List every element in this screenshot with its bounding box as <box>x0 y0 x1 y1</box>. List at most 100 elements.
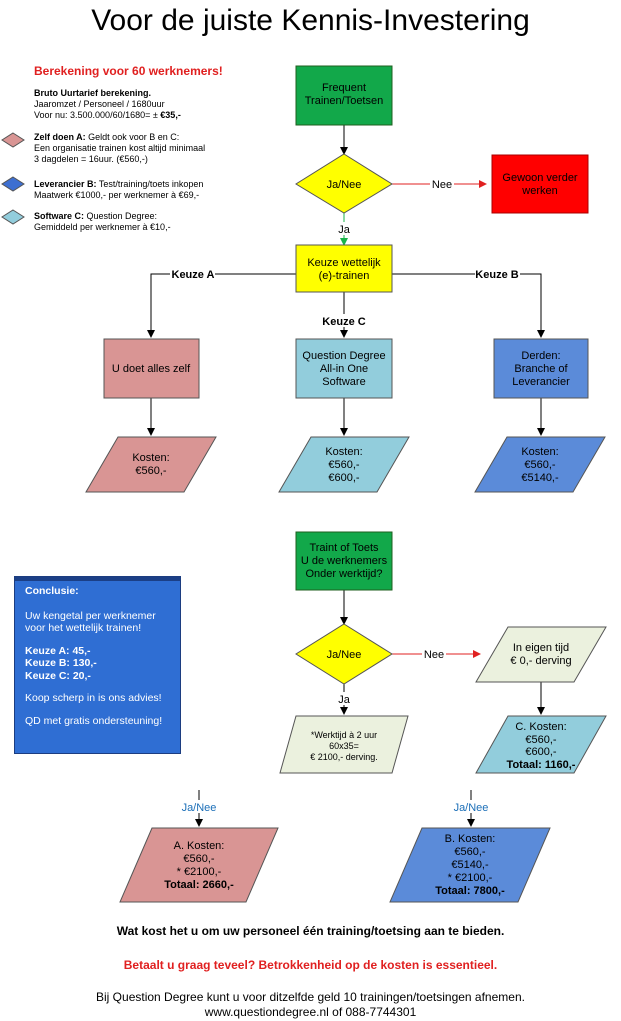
conclusie-keuze-b: Keuze B: 130,- <box>25 657 97 669</box>
keuze-line1: Keuze wettelijk <box>307 257 381 269</box>
akosten-line2: €560,- <box>183 853 215 865</box>
legend-b-title: Leverancier B: <box>34 179 97 189</box>
legend-c: Software C: Question Degree: Gemiddeld p… <box>34 211 171 233</box>
qd-line2: All-in One <box>320 363 368 375</box>
conclusie-line1: Uw kengetal per werknemer <box>25 609 156 622</box>
question-1: Wat kost het u om uw personeel één train… <box>116 924 505 938</box>
conclusie-topbar <box>15 577 180 581</box>
eigen-line2: € 0,- derving <box>510 655 571 667</box>
kosten-c-line3: €600,- <box>328 472 360 484</box>
kosten-c-line2: €560,- <box>328 459 360 471</box>
qd-line1: Question Degree <box>302 350 385 362</box>
werktijd-line3: € 2100,- derving. <box>310 752 378 762</box>
frequent-line1: Frequent <box>322 82 366 94</box>
bruto-line1: Jaaromzet / Personeel / 1680uur <box>34 99 165 109</box>
ckosten-line1: C. Kosten: <box>515 721 566 733</box>
kosten-b-line3: €5140,- <box>521 472 559 484</box>
akosten-shape <box>119 827 279 903</box>
eigen-line1: In eigen tijd <box>513 642 569 654</box>
keuze-line2: (e)-trainen <box>319 270 370 282</box>
akosten-line3: * €2100,- <box>177 866 222 878</box>
legend-diamond-blue <box>1 176 25 192</box>
conclusie-advies: Koop scherp in is ons advies! <box>25 692 162 704</box>
werktijd-line1: *Werktijd à 2 uur <box>311 730 377 740</box>
bruto-value: €35,- <box>160 110 181 120</box>
kosten-b-shape <box>474 436 606 493</box>
nee-1-label: Nee <box>432 179 452 191</box>
qd-line3: Software <box>322 376 365 388</box>
legend-diamond-lightblue <box>1 209 25 225</box>
kosten-b-line2: €560,- <box>524 459 556 471</box>
keuze-c-label: Keuze C <box>322 316 365 328</box>
eigen-shape <box>475 626 607 683</box>
kosten-a-line2: €560,- <box>135 465 167 477</box>
footer-line-1: Bij Question Degree kunt u voor ditzelfd… <box>96 990 525 1004</box>
qd-box <box>295 338 393 399</box>
conclusie-title: Conclusie: <box>25 585 79 597</box>
frequent-box <box>295 65 393 126</box>
legend-c-title: Software C: <box>34 211 85 221</box>
legend-diamond-pink <box>1 132 25 148</box>
akosten-line1: A. Kosten: <box>174 840 225 852</box>
gewoon-line2: werken <box>521 185 557 197</box>
bkosten-line1: B. Kosten: <box>445 833 496 845</box>
legend-a: Zelf doen A: Geldt ook voor B en C: Een … <box>34 132 205 165</box>
zelf-label: U doet alles zelf <box>112 363 191 375</box>
ja-2-label: Ja <box>338 694 351 706</box>
legend-b: Leverancier B: Test/training/toets inkop… <box>34 179 203 201</box>
decision-1 <box>295 153 393 214</box>
bkosten-line3: €5140,- <box>451 859 489 871</box>
derden-box <box>493 338 589 399</box>
akosten-total: Totaal: 2660,- <box>164 879 234 891</box>
conclusie-keuze-a: Keuze A: 45,- <box>25 644 91 657</box>
ckosten-line2: €560,- <box>525 734 557 746</box>
legend-b-text2: Maatwerk €1000,- per werknemer à €69,- <box>34 190 200 200</box>
ckosten-shape <box>475 715 607 774</box>
question-2: Betaalt u graag teveel? Betrokkenheid op… <box>123 958 498 972</box>
legend-a-text2: Een organisatie trainen kost altijd mini… <box>34 143 206 153</box>
bruto-line2: Voor nu: 3.500.000/60/1680= ± <box>34 110 161 120</box>
bruto-block: Bruto Uurtarief berekening. Jaaromzet / … <box>34 88 181 121</box>
bkosten-total: Totaal: 7800,- <box>435 885 505 897</box>
conclusie-line2: voor het wettelijk trainen! <box>25 622 142 634</box>
werktijd-line2: 60x35= <box>329 741 359 751</box>
keuze-a-label: Keuze A <box>172 269 215 281</box>
keuze-b-label: Keuze B <box>475 269 518 281</box>
decision-2-label: Ja/Nee <box>327 649 362 661</box>
legend-a-text3: 3 dagdelen = 16uur. (€560,-) <box>34 154 148 164</box>
zelf-box <box>103 338 200 399</box>
conclusie-qd: QD met gratis ondersteuning! <box>25 714 163 727</box>
kosten-a-line1: Kosten: <box>132 452 169 464</box>
traint-line1: Traint of Toets <box>309 542 379 554</box>
nee-2-label: Nee <box>424 649 444 661</box>
derden-line2: Branche of <box>514 363 568 375</box>
legend-a-title: Zelf doen A: <box>34 132 86 142</box>
conclusie-keuze-c: Keuze C: 20,- <box>25 669 91 682</box>
traint-line2: U de werknemers <box>301 555 388 567</box>
page-title: Voor de juiste Kennis-Investering <box>91 4 530 37</box>
bruto-title: Bruto Uurtarief berekening. <box>34 88 152 98</box>
kosten-c-line1: Kosten: <box>325 446 362 458</box>
bkosten-line4: * €2100,- <box>448 872 493 884</box>
decision-2 <box>295 623 393 685</box>
ckosten-line3: €600,- <box>525 746 557 758</box>
legend-a-text1: Geldt ook voor B en C: <box>85 132 180 142</box>
kosten-c-shape <box>278 436 410 493</box>
kosten-a-shape <box>85 436 217 493</box>
ckosten-total: Totaal: 1160,- <box>507 759 576 771</box>
janee-right-label: Ja/Nee <box>454 802 489 814</box>
werktijd-shape <box>279 715 409 774</box>
derden-line1: Derden: <box>521 350 560 362</box>
traint-line3: Onder werktijd? <box>305 568 382 580</box>
legend-c-text2: Gemiddeld per werknemer à €10,- <box>34 222 171 232</box>
traint-box <box>295 531 393 591</box>
bkosten-line2: €560,- <box>454 846 486 858</box>
decision-1-label: Ja/Nee <box>327 179 362 191</box>
bkosten-shape <box>389 827 551 903</box>
kosten-b-line1: Kosten: <box>521 446 558 458</box>
ja-1-label: Ja <box>338 224 351 236</box>
legend-b-text1: Test/training/toets inkopen <box>96 179 204 189</box>
legend-c-text1: Question Degree: <box>84 211 158 221</box>
